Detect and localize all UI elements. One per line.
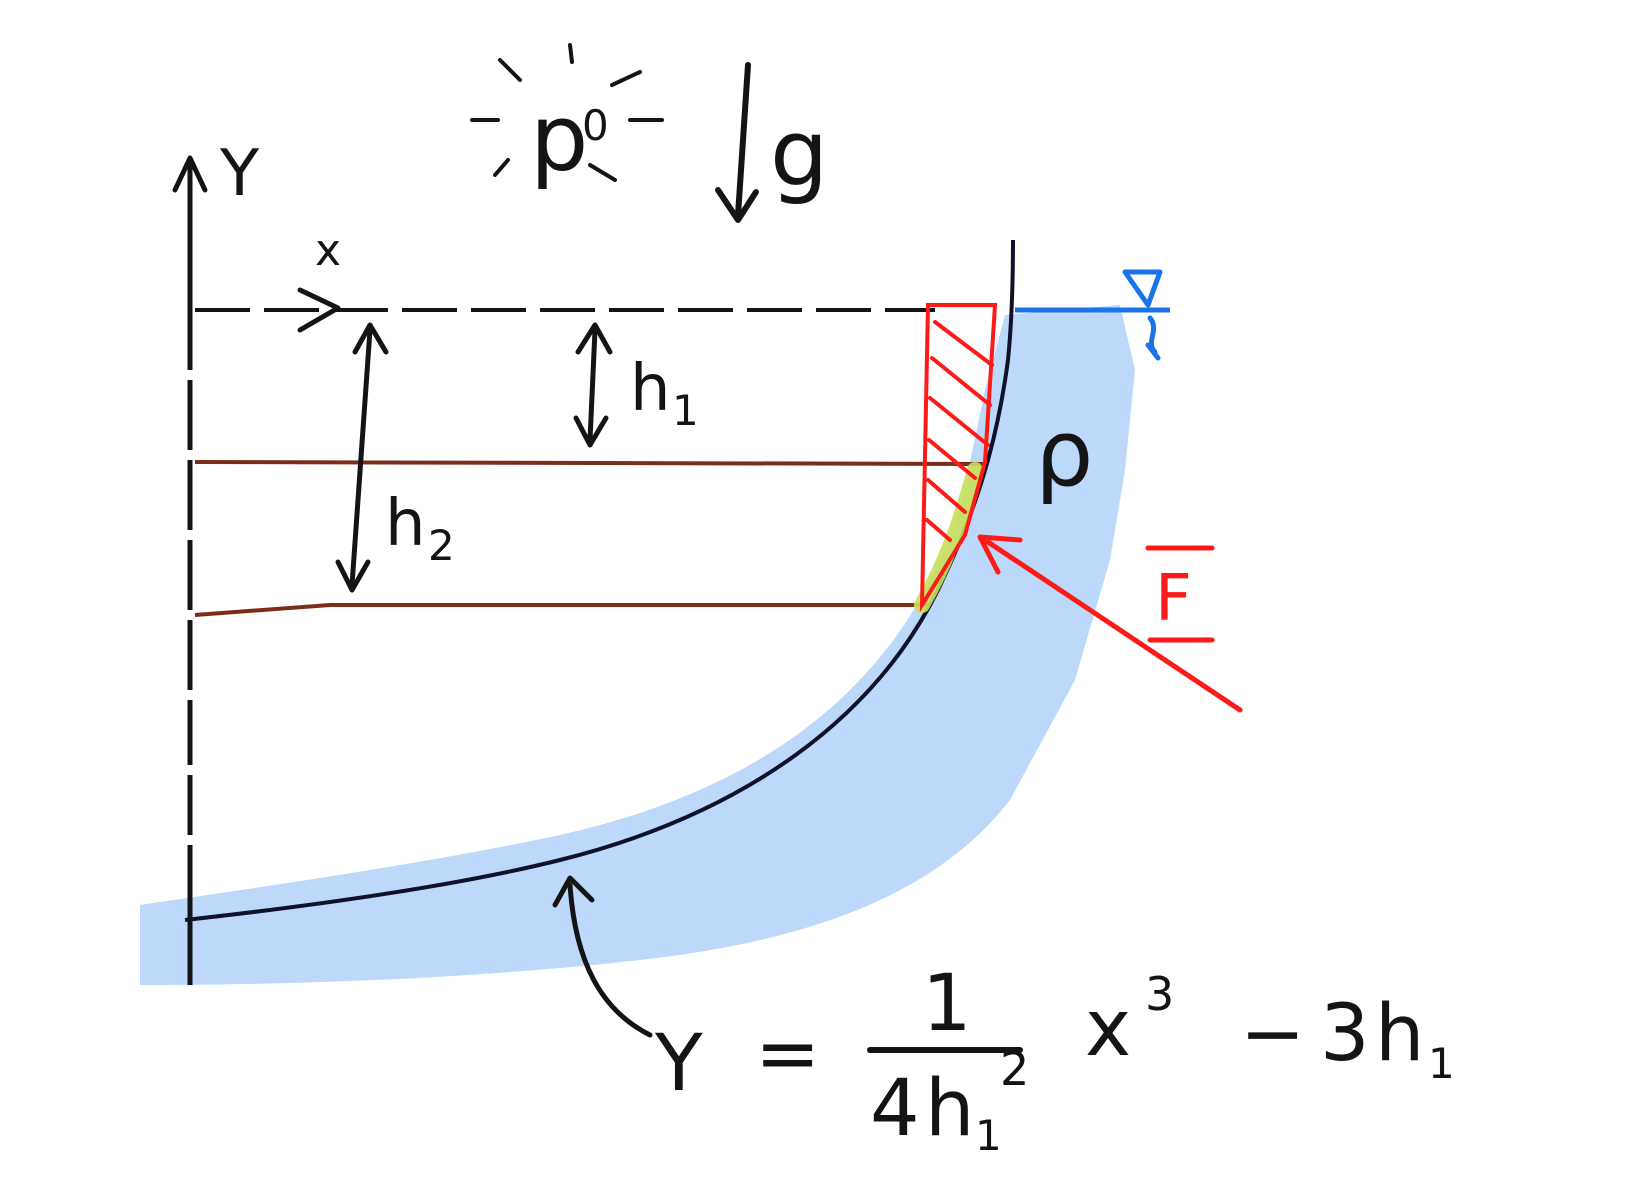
wall-curve [184, 239, 1015, 922]
x-axis-arrowhead [297, 287, 341, 333]
equation-denominator-exp: 2 [1000, 1042, 1029, 1096]
gravity-label: g [770, 100, 828, 207]
level-line-h2 [194, 603, 930, 617]
equation-const-sub: 1 [1428, 1039, 1455, 1088]
h2-subscript: 2 [428, 521, 455, 570]
y-axis-arrowhead [172, 155, 208, 193]
equation-equals: = [755, 1009, 820, 1099]
equation-denominator-coef: 4 [870, 1064, 920, 1154]
equation-numerator: 1 [922, 959, 972, 1049]
equation-const-var: h [1375, 989, 1424, 1079]
h2-label: h [385, 487, 426, 561]
equation-const-coef: 3 [1320, 989, 1370, 1079]
equation-lhs: Y [654, 1019, 703, 1109]
ambient-pressure-label: p [530, 85, 588, 192]
fluid-region [140, 305, 1135, 985]
h1-label: h [630, 352, 671, 426]
equation-denominator-sub: 1 [975, 1111, 1002, 1160]
h1-arrowhead-top [575, 322, 613, 355]
equation-term-var: x [1085, 984, 1131, 1074]
free-surface-triangle-icon [1122, 269, 1163, 308]
force-label: F [1155, 562, 1192, 636]
h1-arrowhead-bottom [573, 415, 609, 448]
h2-arrowhead-top [352, 322, 389, 355]
force-arrow-shaft [982, 537, 1243, 713]
gravity-arrowhead [715, 187, 759, 223]
curve-pointer-arrow [567, 882, 653, 1038]
h2-arrowhead-bottom [335, 559, 371, 593]
h2-dimension-line [349, 329, 373, 586]
pressure-rays [470, 43, 664, 182]
hatched-region [919, 303, 998, 613]
equation-term-exp: 3 [1145, 967, 1174, 1021]
h1-subscript: 1 [672, 386, 699, 435]
ambient-pressure-subscript: 0 [582, 101, 609, 150]
gravity-arrow-shaft [735, 62, 751, 218]
h1-dimension-line [587, 329, 598, 441]
free-surface-ticks [1145, 315, 1161, 361]
density-label: ρ [1035, 400, 1093, 507]
level-line-h1 [194, 460, 986, 466]
x-axis-label: x [315, 225, 341, 276]
curve-pointer-arrowhead [552, 875, 595, 908]
equation-minus: − [1240, 989, 1305, 1079]
y-axis-label: Y [219, 137, 260, 211]
force-arrowhead [977, 534, 1023, 575]
equation-denominator-var: h [925, 1064, 974, 1154]
